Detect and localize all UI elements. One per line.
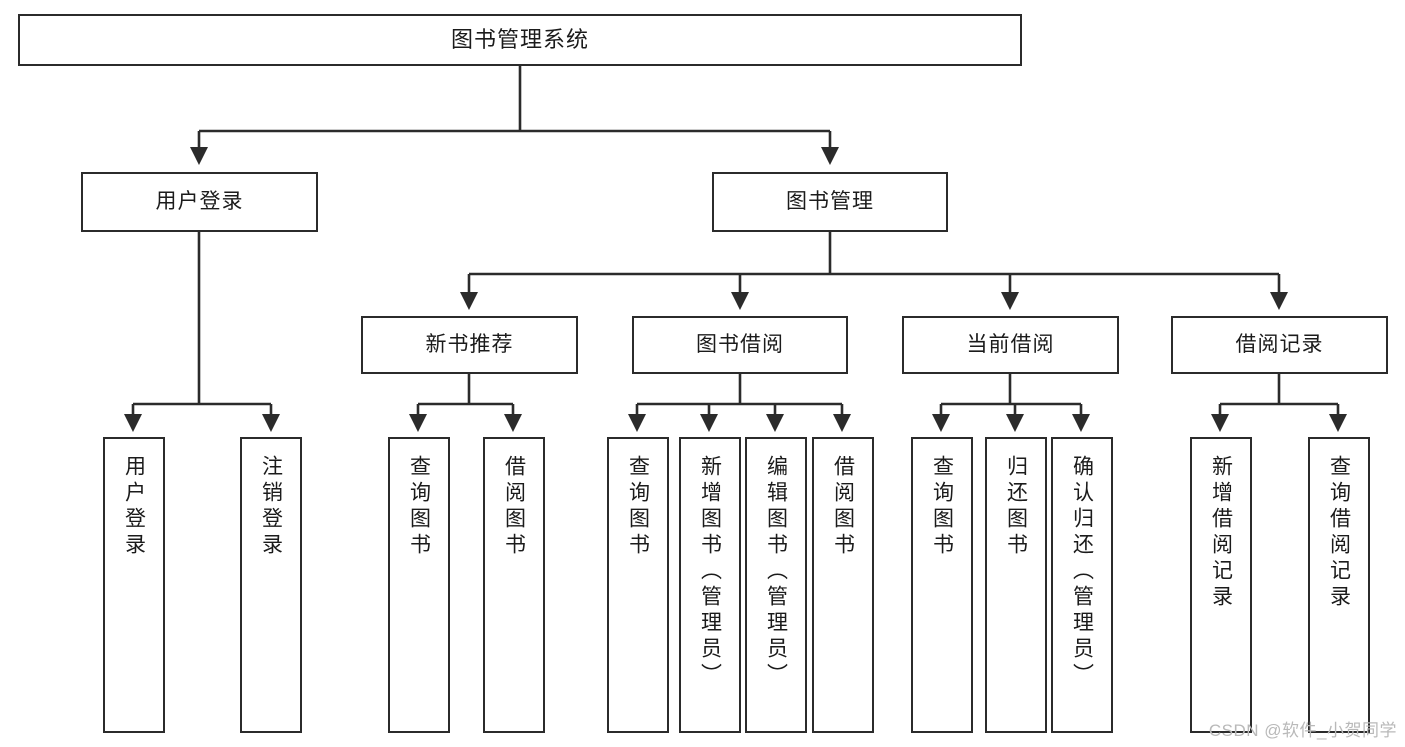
node-label: 归还图书 <box>1004 455 1028 559</box>
node-label: 用户登录 <box>155 189 244 213</box>
node-label: 图书管理 <box>786 189 874 213</box>
node-label: 新书推荐 <box>425 332 514 356</box>
node-user-login[interactable]: 用户登录 <box>81 172 318 232</box>
node-book-borrowing[interactable]: 图书借阅 <box>632 316 848 374</box>
node-label: 图书管理系统 <box>450 27 589 53</box>
leaf-confirm-return-admin[interactable]: 确认归还（管理员） <box>1051 437 1113 733</box>
node-book-management[interactable]: 图书管理 <box>712 172 948 232</box>
node-borrowing-record[interactable]: 借阅记录 <box>1171 316 1388 374</box>
node-label: 图书借阅 <box>696 332 784 356</box>
node-root-system[interactable]: 图书管理系统 <box>18 14 1022 66</box>
node-label: 确认归还（管理员） <box>1070 455 1094 689</box>
leaf-borrow-book-recommendation[interactable]: 借阅图书 <box>483 437 545 733</box>
node-new-book-recommendation[interactable]: 新书推荐 <box>361 316 578 374</box>
node-label: 查询图书 <box>407 455 431 559</box>
leaf-edit-book-admin[interactable]: 编辑图书（管理员） <box>745 437 807 733</box>
leaf-user-login[interactable]: 用户登录 <box>103 437 165 733</box>
leaf-query-book-current[interactable]: 查询图书 <box>911 437 973 733</box>
leaf-add-book-admin[interactable]: 新增图书（管理员） <box>679 437 741 733</box>
leaf-user-logout[interactable]: 注销登录 <box>240 437 302 733</box>
node-label: 借阅记录 <box>1235 332 1324 356</box>
node-current-borrowing[interactable]: 当前借阅 <box>902 316 1119 374</box>
leaf-query-book-borrowing[interactable]: 查询图书 <box>607 437 669 733</box>
leaf-add-borrowing-record[interactable]: 新增借阅记录 <box>1190 437 1252 733</box>
leaf-query-borrowing-record[interactable]: 查询借阅记录 <box>1308 437 1370 733</box>
node-label: 查询借阅记录 <box>1327 455 1351 611</box>
node-label: 用户登录 <box>122 455 146 559</box>
node-label: 新增图书（管理员） <box>698 455 722 689</box>
node-label: 查询图书 <box>626 455 650 559</box>
node-label: 编辑图书（管理员） <box>764 455 788 689</box>
node-label: 新增借阅记录 <box>1209 455 1233 611</box>
leaf-query-book-recommendation[interactable]: 查询图书 <box>388 437 450 733</box>
watermark-text: CSDN @软件_小贺同学 <box>1208 721 1397 740</box>
node-label: 借阅图书 <box>831 455 855 559</box>
leaf-return-book[interactable]: 归还图书 <box>985 437 1047 733</box>
node-label: 借阅图书 <box>502 455 526 559</box>
node-label: 注销登录 <box>259 455 283 559</box>
node-label: 当前借阅 <box>966 332 1055 356</box>
leaf-borrow-book[interactable]: 借阅图书 <box>812 437 874 733</box>
node-label: 查询图书 <box>930 455 954 559</box>
